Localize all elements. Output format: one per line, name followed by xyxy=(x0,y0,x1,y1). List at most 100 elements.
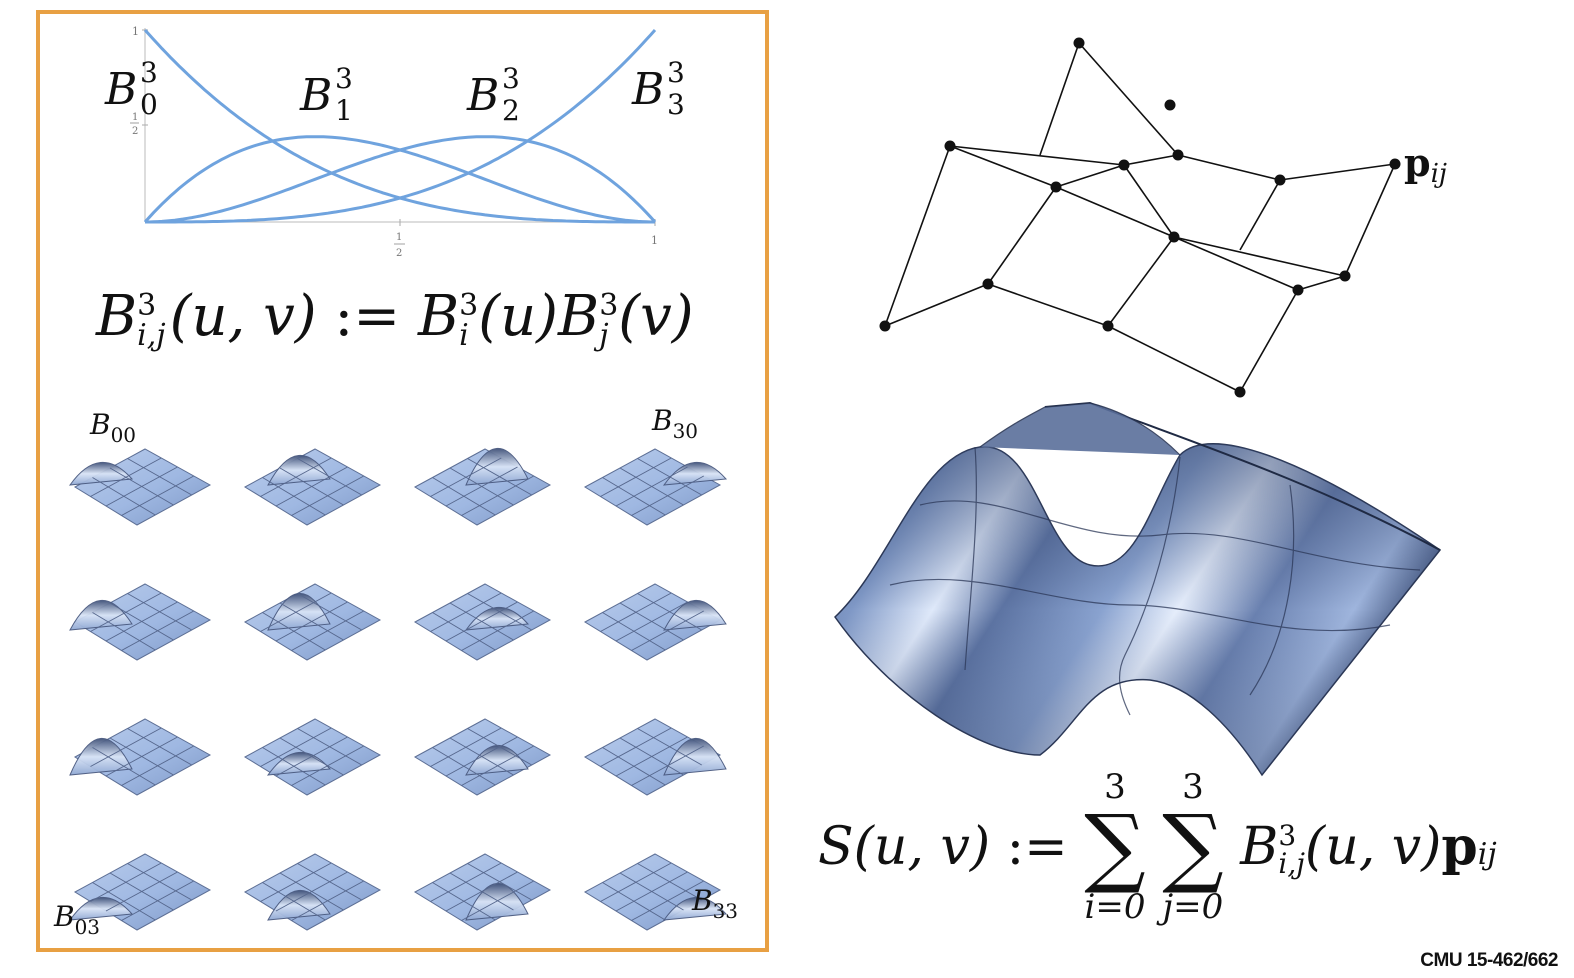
net-edge-7 xyxy=(1297,275,1346,291)
term-base: B xyxy=(1240,816,1279,877)
x-tick-half-num: 1 xyxy=(396,232,402,243)
formula-lhs-base: B xyxy=(96,284,138,349)
sum-j-symbol: ∑ xyxy=(1162,797,1224,897)
label-b0-sup: 3 xyxy=(140,56,158,89)
label-b0: B xyxy=(104,64,137,115)
formula-rhs1-base: B xyxy=(418,284,460,349)
control-point-12 xyxy=(1274,174,1286,186)
sum-i-symbol: ∑ xyxy=(1084,797,1146,897)
control-point-8 xyxy=(1073,37,1085,49)
basis-patch-10 xyxy=(244,448,382,526)
control-point-2 xyxy=(1102,320,1114,332)
net-edge-8 xyxy=(1239,289,1299,393)
control-point-6 xyxy=(1168,231,1180,243)
formula-lhs-args: (u, v) xyxy=(169,284,317,349)
control-point-3 xyxy=(1234,386,1246,398)
net-edge-11 xyxy=(949,145,1125,166)
basis-patch-13 xyxy=(244,853,382,931)
surface-lhs: S(u, v) xyxy=(818,817,991,877)
net-edge-13 xyxy=(1173,236,1346,277)
basis-patch-30 xyxy=(584,448,728,526)
surface-isolines xyxy=(889,446,1421,716)
basis-patch-03 xyxy=(68,853,212,931)
label-b1-sub: 1 xyxy=(335,94,353,127)
label-b03: B03 xyxy=(53,900,100,939)
surface-assign: := xyxy=(1006,817,1068,877)
net-edge-17 xyxy=(1344,163,1396,277)
basis-patch-21 xyxy=(414,583,552,661)
formula-rhs1-args: (u) xyxy=(478,284,559,349)
basis-curve-3 xyxy=(145,29,657,224)
net-edge-5 xyxy=(1107,236,1175,327)
control-point-10 xyxy=(1172,149,1184,161)
net-edge-19 xyxy=(1123,164,1175,238)
label-b3-sub: 3 xyxy=(667,88,685,121)
control-point-9 xyxy=(1118,159,1130,171)
control-point-13 xyxy=(1389,158,1401,170)
y-tick-top-label: 1 xyxy=(132,25,139,38)
label-b2-sup: 3 xyxy=(502,62,520,95)
term-sub: i,j xyxy=(1278,847,1305,881)
net-edge-10 xyxy=(949,145,1057,188)
term-sup: 3 xyxy=(1278,819,1297,853)
sum-j-top: 3 xyxy=(1182,767,1204,807)
basis-patch-02 xyxy=(69,718,212,796)
sum-j-bottom: j=0 xyxy=(1162,887,1224,927)
label-b1: B xyxy=(299,70,332,121)
formula-assign: := xyxy=(334,284,401,349)
sum-i: 3 ∑ i=0 xyxy=(1084,770,1145,924)
net-edge-4 xyxy=(1055,164,1125,188)
x-tick-half-den: 2 xyxy=(396,248,402,259)
basis-patch-22 xyxy=(414,718,552,796)
term-p: p xyxy=(1441,815,1478,877)
sum-j: 3 ∑ j=0 xyxy=(1162,770,1223,924)
basis-patch-33 xyxy=(584,853,728,931)
course-footer: CMU 15-462/662 xyxy=(1420,950,1558,971)
bezier-surface xyxy=(834,401,1442,777)
control-point-7 xyxy=(1292,284,1304,296)
y-tick-half-den: 2 xyxy=(132,126,138,137)
net-edge-15 xyxy=(1177,154,1281,181)
basis-patch-12 xyxy=(244,718,382,796)
label-b3: B xyxy=(631,64,664,115)
label-b2: B xyxy=(466,70,499,121)
sum-i-bottom: i=0 xyxy=(1084,887,1146,927)
label-b33: B33 xyxy=(691,884,738,923)
control-point-4 xyxy=(944,140,956,152)
basis-curve-0 xyxy=(143,28,655,224)
basis-patch-grid: B00 B30 B03 B33 xyxy=(53,404,738,939)
formula-rhs2-args: (v) xyxy=(618,284,694,349)
term-args: (u, v) xyxy=(1304,816,1442,877)
basis-patch-11 xyxy=(244,583,382,661)
net-edge-3 xyxy=(987,186,1057,285)
net-edge-0 xyxy=(884,283,989,327)
formula-rhs2-base: B xyxy=(558,284,600,349)
net-edge-14 xyxy=(1123,154,1179,166)
basis-functions-panel xyxy=(36,10,769,952)
net-edge-12 xyxy=(1055,186,1175,238)
basis-patch-31 xyxy=(584,583,727,661)
control-point-label: pij xyxy=(1404,140,1447,189)
x-tick-end-label: 1 xyxy=(651,234,658,247)
bernstein-basis-plot: 1 1 2 1 2 1 B 3 0 B 3 1 B 3 2 B 3 3 xyxy=(104,25,685,259)
basis-patch-20 xyxy=(414,448,552,526)
basis-curve-2 xyxy=(145,135,657,224)
net-edge-16 xyxy=(1279,163,1396,181)
control-point-5 xyxy=(1050,181,1062,193)
label-b00: B00 xyxy=(89,408,136,447)
formula-rhs2-sub: j xyxy=(599,317,609,353)
control-net: pij xyxy=(879,37,1447,398)
basis-patch-23 xyxy=(414,853,552,931)
control-point-1 xyxy=(982,278,994,290)
term-p-sub: ij xyxy=(1477,836,1497,872)
label-b3-sup: 3 xyxy=(667,56,685,89)
formula-lhs-sub: i,j xyxy=(137,317,166,353)
basis-patch-32 xyxy=(584,718,727,796)
y-tick-half-num: 1 xyxy=(132,112,138,123)
control-point-0 xyxy=(879,320,891,332)
formula-lhs-sup: 3 xyxy=(137,287,157,323)
control-point-14 xyxy=(1164,99,1176,111)
net-edge-18 xyxy=(1239,179,1281,251)
net-edge-6 xyxy=(1173,236,1299,291)
